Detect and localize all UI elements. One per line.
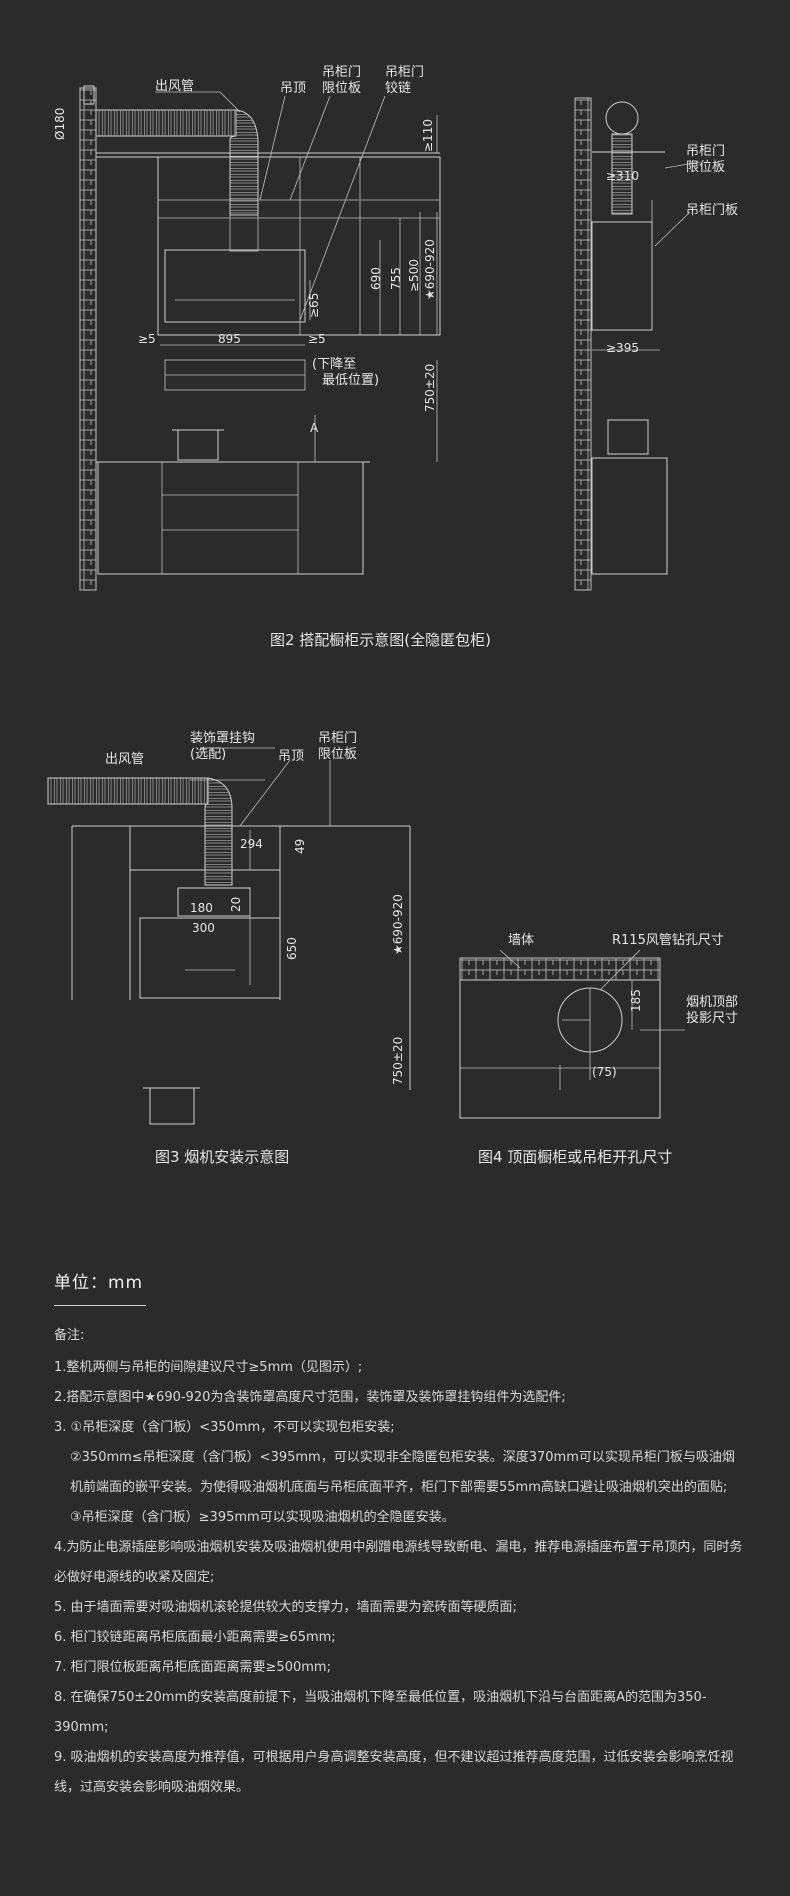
f3-dim-180: 180 xyxy=(190,901,213,915)
dim-5-right: ≥5 xyxy=(308,332,326,346)
f4-dim-75: (75) xyxy=(592,1065,617,1079)
side-dim-395: ≥395 xyxy=(606,341,639,355)
base-cabinet xyxy=(97,461,364,575)
figure-4: 墙体 R115风管钻孔尺寸 烟机顶部投影尺寸 185 (75) xyxy=(459,933,738,1119)
label-door-hinge: 吊柜门铰链 xyxy=(385,65,424,96)
f3-dim-20: 20 xyxy=(229,897,243,912)
f3-label-door-limit: 吊柜门限位板 xyxy=(318,731,357,762)
side-label-door-limit: 吊柜门限位板 xyxy=(686,144,725,175)
notes-heading: 备注: xyxy=(54,1328,85,1343)
f3-dim-650: 650 xyxy=(285,937,299,960)
brick-wall xyxy=(79,87,97,591)
note-item: 3. ①吊柜深度（含门板）<350mm，不可以实现包柜安装; xyxy=(54,1420,395,1435)
f4-label-hole: R115风管钻孔尺寸 xyxy=(612,933,724,948)
fig2-caption: 图2 搭配橱柜示意图(全隐匿包柜) xyxy=(270,631,491,649)
f3-label-hook: 装饰罩挂钩(选配) xyxy=(190,731,255,762)
label-a: A xyxy=(310,421,319,435)
label-duct: 出风管 xyxy=(155,79,194,94)
note-item: 9. 吸油烟机的安装高度为推荐值，可根据用户身高调整安装高度，但不建议超过推荐高… xyxy=(54,1750,734,1795)
label-door-limit: 吊柜门限位板 xyxy=(322,65,361,96)
label-ceiling: 吊顶 xyxy=(280,81,306,96)
notes-section: 单位：mm 备注: 1.整机两侧与吊柜的间隙建议尺寸≥5mm（见图示）; 2.搭… xyxy=(54,1268,744,1803)
figure-2-side-view: 吊柜门限位板 ≥310 吊柜门板 ≥395 xyxy=(574,97,738,591)
note-item: 6. 柜门铰链距离吊柜底面最小距离需要≥65mm; xyxy=(54,1630,336,1645)
dim-755: 755 xyxy=(389,267,403,290)
f3-dim-690-920: ★690-920 xyxy=(391,894,405,955)
f3-dim-294: 294 xyxy=(240,837,263,851)
note-item: 2.搭配示意图中★690-920为含装饰罩高度尺寸范围，装饰罩及装饰罩挂钩组件为… xyxy=(54,1390,566,1405)
dim-750: 750±20 xyxy=(423,364,437,412)
unit-label: 单位：mm xyxy=(54,1273,144,1293)
note-item: ③吊柜深度（含门板）≥395mm可以实现吸油烟机的全隐匿安装。 xyxy=(70,1510,455,1525)
dim-500: ≥500 xyxy=(407,259,421,292)
note-item: 7. 柜门限位板距离吊柜底面距离需要≥500mm; xyxy=(54,1660,331,1675)
f3-dim-49: 49 xyxy=(293,839,307,854)
f4-label-projection: 烟机顶部投影尺寸 xyxy=(686,995,738,1026)
dim-65: ≥65 xyxy=(307,293,321,318)
dim-110: ≥110 xyxy=(421,119,435,152)
f3-label-ceiling: 吊顶 xyxy=(278,749,304,764)
dim-5-left: ≥5 xyxy=(138,332,156,346)
figure-3: 出风管 装饰罩挂钩(选配) 吊顶 吊柜门限位板 294 49 180 20 30… xyxy=(47,731,411,1125)
note-item: 8. 在确保750±20mm的安装高度前提下，当吸油烟机下降至最低位置，吸油烟机… xyxy=(54,1690,707,1735)
exhaust-duct xyxy=(95,109,237,137)
note-item: 1.整机两侧与吊柜的间隙建议尺寸≥5mm（见图示）; xyxy=(54,1360,363,1375)
fig4-caption: 图4 顶面橱柜或吊柜开孔尺寸 xyxy=(478,1148,672,1166)
dim-diameter: Ø180 xyxy=(53,108,67,140)
note-item: ②350mm≤吊柜深度（含门板）<395mm，可以实现非全隐匿包柜安装。深度37… xyxy=(70,1450,735,1495)
figure-2: 出风管 吊顶 吊柜门限位板 吊柜门铰链 Ø180 ≥110 690 755 ≥5… xyxy=(53,65,441,591)
upper-cabinet xyxy=(157,156,441,336)
note-item: 4.为防止电源插座影响吸油烟机安装及吸油烟机使用中剐蹭电源线导致断电、漏电，推荐… xyxy=(54,1540,743,1585)
f3-dim-300: 300 xyxy=(192,921,215,935)
f3-dim-750: 750±20 xyxy=(391,1037,405,1085)
dim-895: 895 xyxy=(218,332,241,346)
f4-label-wall: 墙体 xyxy=(508,933,534,948)
range-hood xyxy=(164,249,306,323)
note-item: 5. 由于墙面需要对吸油烟机滚轮提供较大的支撑力，墙面需要为瓷砖面等硬质面; xyxy=(54,1600,517,1615)
label-lowest: (下降至最低位置) xyxy=(312,357,379,388)
cooking-pot xyxy=(177,429,219,461)
f4-dim-185: 185 xyxy=(629,989,643,1012)
unit-underline xyxy=(54,1305,146,1306)
range-hood-3 xyxy=(139,917,281,999)
installation-diagrams: 出风管 吊顶 吊柜门限位板 吊柜门铰链 Ø180 ≥110 690 755 ≥5… xyxy=(47,65,738,1166)
f3-label-duct: 出风管 xyxy=(105,752,144,767)
fig3-caption: 图3 烟机安装示意图 xyxy=(155,1148,289,1166)
dim-690: 690 xyxy=(369,267,383,290)
side-dim-310: ≥310 xyxy=(606,169,639,183)
dim-690-920: ★690-920 xyxy=(423,239,437,300)
side-label-door-panel: 吊柜门板 xyxy=(686,203,738,218)
